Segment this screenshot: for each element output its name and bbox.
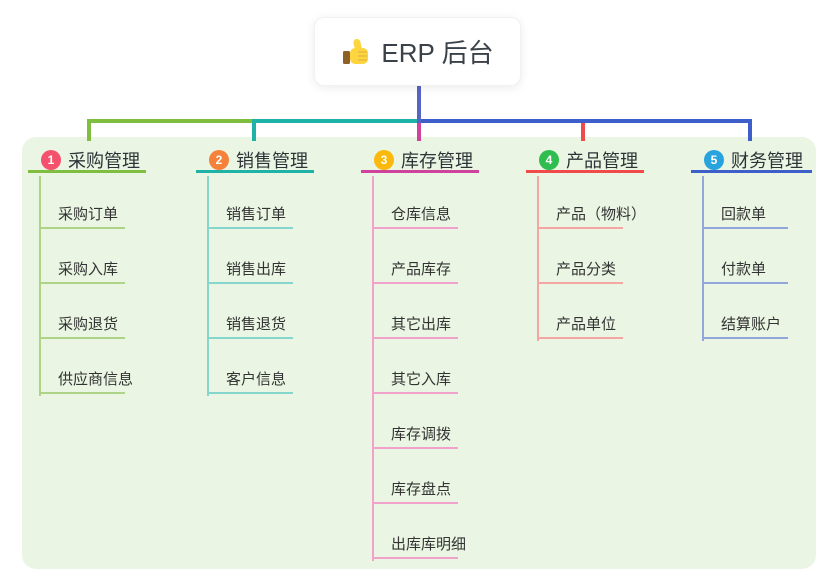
tree-item[interactable]: 产品单位 [537, 315, 623, 339]
branch-label: 库存管理 [401, 150, 473, 171]
tree-item[interactable]: 销售订单 [207, 205, 293, 229]
tree-item-label: 结算账户 [721, 316, 782, 333]
branch-subtree-line [702, 176, 704, 341]
tree-item[interactable]: 出库库明细 [372, 535, 467, 559]
tree-item-label: 产品分类 [556, 261, 617, 278]
tree-item-label: 销售出库 [226, 261, 287, 278]
tree-item[interactable]: 销售出库 [207, 260, 293, 284]
branch-label: 财务管理 [731, 150, 803, 171]
tree-item[interactable]: 库存盘点 [372, 480, 458, 504]
tree-item[interactable]: 客户信息 [207, 370, 293, 394]
branch-inventory: 3 库存管理 仓库信息 产品库存 其它出库 其它入库 库存调拨 库存盘点 出库库… [361, 149, 491, 561]
tree-item-label: 库存盘点 [391, 481, 452, 498]
root-title: ERP 后台 [381, 38, 494, 68]
tree-item-label: 销售退货 [226, 316, 287, 333]
branch-header-inventory[interactable]: 3 库存管理 [361, 149, 479, 173]
branch-purchase: 1 采购管理 采购订单 采购入库 采购退货 供应商信息 [28, 149, 158, 396]
branch-subtree-line [39, 176, 41, 396]
branch-subtree-line [537, 176, 539, 341]
tree-item[interactable]: 库存调拨 [372, 425, 458, 449]
tree-item[interactable]: 采购订单 [39, 205, 125, 229]
tree-item[interactable]: 销售退货 [207, 315, 293, 339]
tree-item[interactable]: 产品库存 [372, 260, 458, 284]
root-node[interactable]: ERP 后台 [314, 17, 521, 86]
tree-item[interactable]: 其它入库 [372, 370, 458, 394]
branches-background-panel [22, 137, 816, 569]
tree-item-label: 客户信息 [226, 371, 287, 388]
tree-item[interactable]: 结算账户 [702, 315, 788, 339]
tree-item-label: 回款单 [721, 206, 767, 223]
branch-label: 销售管理 [236, 150, 308, 171]
tree-item-label: 采购入库 [58, 261, 119, 278]
branch-product: 4 产品管理 产品（物料） 产品分类 产品单位 [526, 149, 656, 341]
tree-item-label: 销售订单 [226, 206, 287, 223]
tree-item-label: 产品（物料） [556, 206, 647, 223]
branch-number-badge: 2 [209, 149, 229, 170]
branch-number-badge: 3 [374, 149, 394, 170]
tree-item[interactable]: 其它出库 [372, 315, 458, 339]
tree-item[interactable]: 付款单 [702, 260, 788, 284]
tree-item-label: 产品单位 [556, 316, 617, 333]
tree-item-label: 付款单 [721, 261, 767, 278]
branch-header-finance[interactable]: 5 财务管理 [691, 149, 812, 173]
tree-item[interactable]: 采购入库 [39, 260, 125, 284]
branch-label: 产品管理 [566, 150, 638, 171]
tree-item-label: 采购订单 [58, 206, 119, 223]
branch-number-badge: 5 [704, 149, 724, 170]
branch-finance: 5 财务管理 回款单 付款单 结算账户 [691, 149, 821, 341]
tree-item-label: 供应商信息 [58, 371, 134, 388]
branch-label: 采购管理 [68, 150, 140, 171]
tree-item[interactable]: 供应商信息 [39, 370, 134, 394]
tree-item[interactable]: 产品分类 [537, 260, 623, 284]
branch-number-badge: 1 [41, 149, 61, 170]
tree-item-label: 其它出库 [391, 316, 452, 333]
branch-header-sales[interactable]: 2 销售管理 [196, 149, 314, 173]
tree-item-label: 仓库信息 [391, 206, 452, 223]
tree-item[interactable]: 回款单 [702, 205, 788, 229]
tree-item[interactable]: 仓库信息 [372, 205, 458, 229]
branch-sales: 2 销售管理 销售订单 销售出库 销售退货 客户信息 [196, 149, 326, 396]
branch-subtree-line [207, 176, 209, 396]
tree-item-label: 出库库明细 [391, 536, 467, 553]
tree-item-label: 产品库存 [391, 261, 452, 278]
tree-item-label: 其它入库 [391, 371, 452, 388]
tree-item-label: 库存调拨 [391, 426, 452, 443]
tree-item-label: 采购退货 [58, 316, 119, 333]
tree-item[interactable]: 产品（物料） [537, 205, 647, 229]
branch-number-badge: 4 [539, 149, 559, 170]
tree-item[interactable]: 采购退货 [39, 315, 125, 339]
thumbs-up-icon [343, 38, 369, 64]
branch-header-purchase[interactable]: 1 采购管理 [28, 149, 146, 173]
branch-subtree-line [372, 176, 374, 561]
branch-header-product[interactable]: 4 产品管理 [526, 149, 644, 173]
